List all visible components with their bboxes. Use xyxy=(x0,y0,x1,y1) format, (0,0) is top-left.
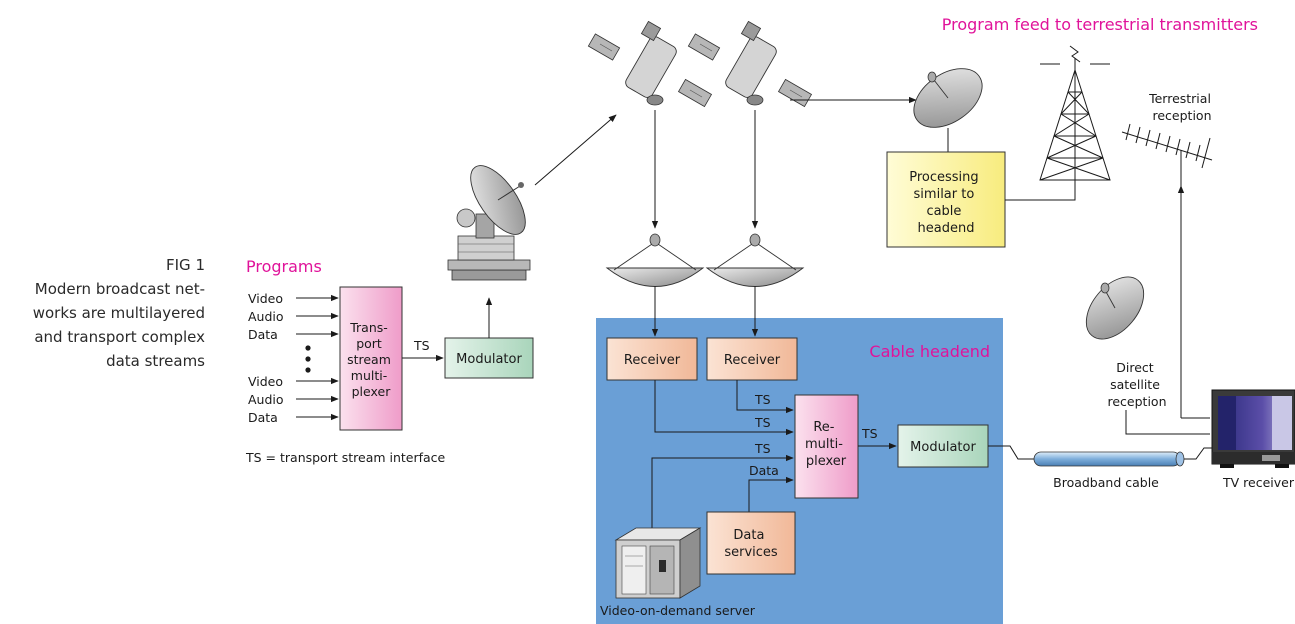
modulator-right xyxy=(897,424,989,468)
broadband-cable-icon xyxy=(1033,451,1185,467)
data-services xyxy=(706,511,796,575)
headend-connections xyxy=(651,380,794,530)
input-data-1: Data xyxy=(248,327,278,342)
input-data-2: Data xyxy=(248,410,278,425)
satellite-1-icon xyxy=(587,20,713,108)
input-audio-2: Audio xyxy=(248,392,284,407)
ts-label-4: TS xyxy=(754,441,771,456)
modulator-left-label: Modulator xyxy=(456,352,522,367)
receiver-1 xyxy=(606,337,698,381)
program-feed-label: Program feed to terrestrial transmitters xyxy=(942,15,1258,34)
receiver-2-label: Receiver xyxy=(724,353,781,368)
input-video-1: Video xyxy=(248,291,283,306)
input-audio-1: Audio xyxy=(248,309,284,324)
modulator-right-label: Modulator xyxy=(910,440,976,455)
home-dish-icon xyxy=(1085,276,1145,340)
uplink-dish-icon xyxy=(447,165,531,281)
vod-server-icon xyxy=(614,527,702,599)
cable-connector-left xyxy=(988,445,1034,460)
ts-label-5: TS xyxy=(861,426,878,441)
ts-label-1: TS xyxy=(413,338,430,353)
processing-label: Processing similar to cable headend xyxy=(909,170,983,236)
direct-satellite-label: Direct satellite reception xyxy=(1108,360,1167,409)
caption-line-2: works are multilayered xyxy=(33,304,205,322)
uplink-to-satellite-arrow xyxy=(534,114,617,186)
receiver-1-label: Receiver xyxy=(624,353,681,368)
processing-box xyxy=(886,151,1006,248)
cable-connector-right xyxy=(1184,447,1212,460)
tv-receiver-label: TV receiver xyxy=(1222,475,1295,490)
ellipsis-dots xyxy=(305,345,311,373)
figure-number: FIG 1 xyxy=(166,256,205,274)
direct-dish-to-tv-line xyxy=(1125,410,1210,435)
modulator-left xyxy=(444,337,534,379)
multiplexer-label: Trans- port stream multi- plexer xyxy=(347,320,395,399)
data-label: Data xyxy=(749,463,779,478)
terrestrial-reception-label: Terrestrial reception xyxy=(1148,91,1215,123)
transmitter-tower-icon xyxy=(1039,45,1111,181)
processing-to-tower-line xyxy=(1005,180,1076,201)
caption-line-1: Modern broadcast net- xyxy=(35,280,205,298)
remultiplexer-label: Re- multi- plexer xyxy=(805,420,847,469)
receive-dish-2-icon xyxy=(705,233,805,287)
input-arrows xyxy=(296,294,339,421)
caption-line-4: data streams xyxy=(106,352,205,370)
tv-receiver-icon xyxy=(1211,389,1295,468)
data-services-label: Data services xyxy=(724,528,778,560)
remultiplexer xyxy=(794,394,859,499)
receive-dish-1-icon xyxy=(605,233,705,287)
cable-headend-label: Cable headend xyxy=(869,342,990,361)
caption-line-3: and transport complex xyxy=(34,328,205,346)
ts-label-3: TS xyxy=(754,415,771,430)
terrestrial-antenna-icon xyxy=(1121,123,1213,186)
ts-footnote: TS = transport stream interface xyxy=(245,450,446,465)
broadband-cable-label: Broadband cable xyxy=(1053,475,1159,490)
receiver-2 xyxy=(706,337,798,381)
ts-label-2: TS xyxy=(754,392,771,407)
input-video-2: Video xyxy=(248,374,283,389)
feed-dish-icon xyxy=(913,68,983,128)
programs-heading: Programs xyxy=(246,257,322,276)
vod-server-label: Video-on-demand server xyxy=(600,603,756,618)
